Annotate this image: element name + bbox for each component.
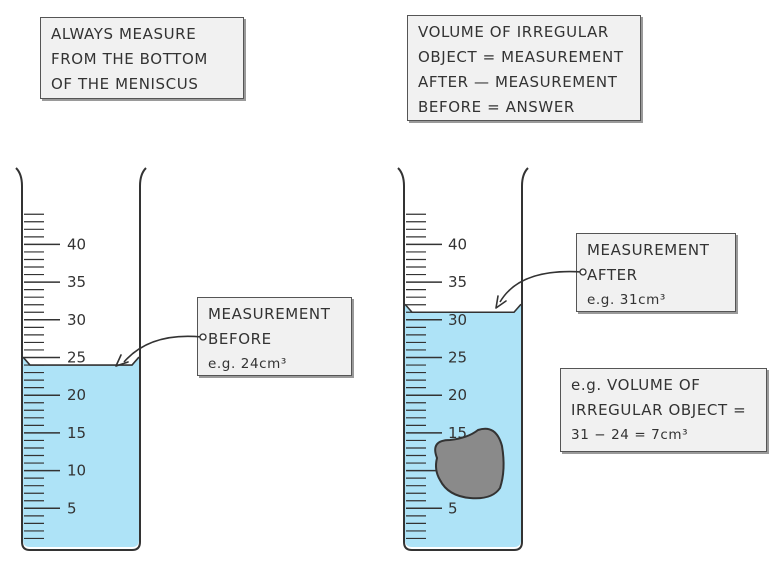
example-line-3: 31 − 24 = 7cm³ <box>571 427 689 443</box>
scale-label: 5 <box>67 499 77 517</box>
example-line-2: IRREGULAR OBJECT = <box>571 401 747 419</box>
pointer-arrows <box>115 268 587 367</box>
before-arrow-dot <box>199 333 207 341</box>
example-line-1: e.g. VOLUME OF <box>571 376 701 394</box>
scale-label: 15 <box>67 424 86 442</box>
after-line-2: AFTER <box>587 266 638 284</box>
scale-label: 30 <box>448 311 467 329</box>
formula-line-4: BEFORE = ANSWER <box>418 98 575 116</box>
formula-box: VOLUME OF IRREGULAR OBJECT = MEASUREMENT… <box>407 15 641 121</box>
after-arrow-dot <box>579 268 587 276</box>
before-arrow-line <box>123 335 203 363</box>
scale-label: 25 <box>448 349 467 367</box>
before-line-2: BEFORE <box>208 330 272 348</box>
scale-label: 40 <box>448 235 467 253</box>
scale-label: 30 <box>67 311 86 329</box>
scale-label: 35 <box>448 273 467 291</box>
after-arrowhead <box>495 295 507 309</box>
measurement-after-box: MEASUREMENT AFTER e.g. 31cm³ <box>576 233 736 312</box>
formula-line-1: VOLUME OF IRREGULAR <box>418 23 609 41</box>
tip-line-1: ALWAYS MEASURE <box>51 25 197 43</box>
scale-label: 20 <box>448 386 467 404</box>
scale-label: 20 <box>67 386 86 404</box>
water <box>23 357 139 547</box>
cylinder-outline <box>15 167 147 551</box>
example-calculation-box: e.g. VOLUME OF IRREGULAR OBJECT = 31 − 2… <box>560 368 767 452</box>
before-line-3: e.g. 24cm³ <box>208 356 287 372</box>
scale-label: 10 <box>67 462 86 480</box>
scale-label: 35 <box>67 273 86 291</box>
irregular-object <box>434 427 505 500</box>
cylinder-outline <box>397 167 529 551</box>
meniscus-line <box>404 303 522 314</box>
before-arrowhead <box>115 354 129 367</box>
scale-label: 40 <box>67 235 86 253</box>
after-line-3: e.g. 31cm³ <box>587 292 666 308</box>
tip-line-2: FROM THE BOTTOM <box>51 50 208 68</box>
scale-label: 25 <box>67 349 86 367</box>
meniscus-line <box>22 356 140 366</box>
left-measuring-cylinder: 5 10 15 20 25 30 35 40 <box>15 167 147 551</box>
formula-line-2: OBJECT = MEASUREMENT <box>418 48 624 66</box>
after-arrow-line <box>499 270 583 303</box>
tip-line-3: OF THE MENISCUS <box>51 75 199 93</box>
meniscus-tip-box: ALWAYS MEASURE FROM THE BOTTOM OF THE ME… <box>40 17 244 99</box>
formula-line-3: AFTER — MEASUREMENT <box>418 73 618 91</box>
scale-label: 5 <box>448 499 458 517</box>
before-line-1: MEASUREMENT <box>208 305 331 323</box>
after-line-1: MEASUREMENT <box>587 241 710 259</box>
